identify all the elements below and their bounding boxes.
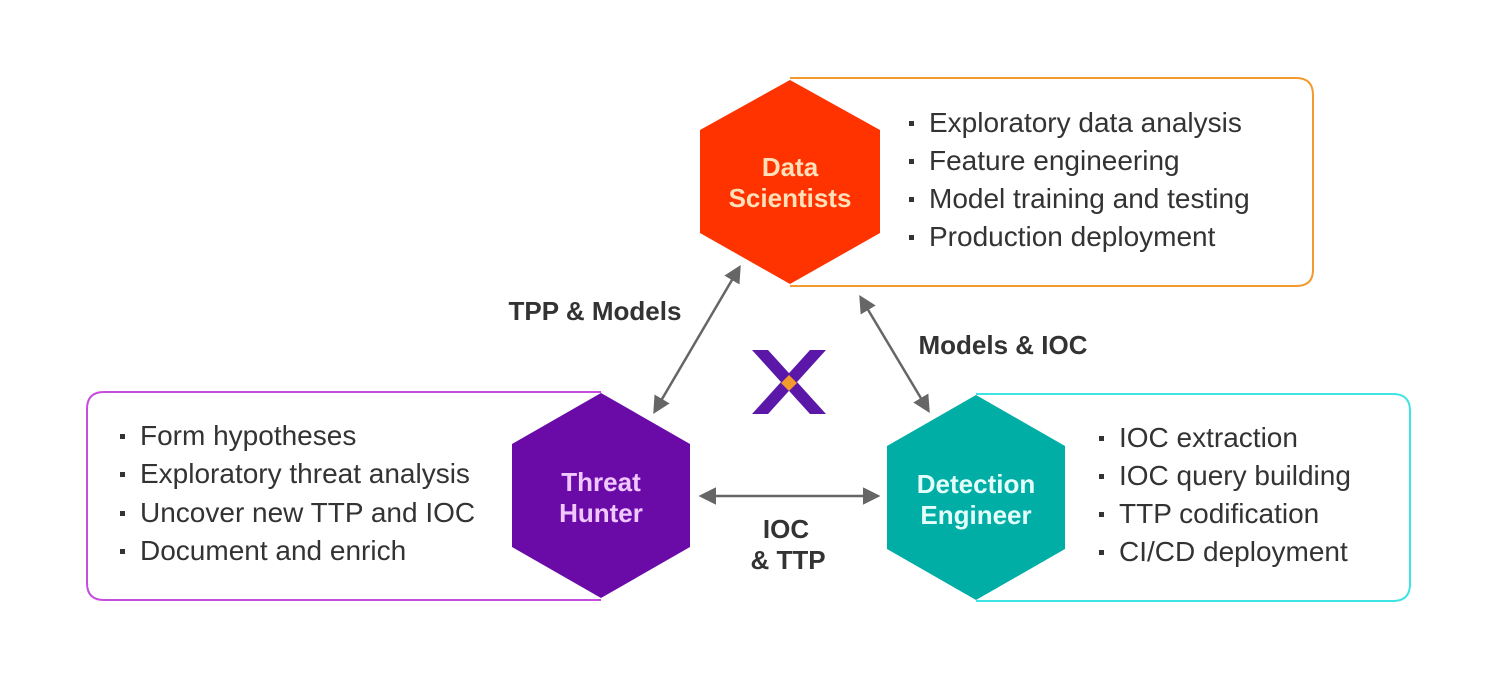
bullet-icon bbox=[1099, 436, 1104, 441]
list-item: Uncover new TTP and IOC bbox=[140, 497, 475, 528]
bullet-icon bbox=[120, 511, 125, 516]
edge-label-hunter-engineer-line2: & TTP bbox=[750, 545, 825, 575]
detection-engineer-list: IOC extraction IOC query building TTP co… bbox=[1099, 422, 1351, 567]
edge-label-hunter-scientists: TPP & Models bbox=[509, 296, 682, 326]
data-scientists-title-line1: Data bbox=[762, 152, 819, 182]
detection-engineer-hexagon bbox=[887, 395, 1065, 600]
list-item: IOC query building bbox=[1119, 460, 1351, 491]
list-item: Exploratory data analysis bbox=[929, 107, 1242, 138]
detection-engineer-title-line1: Detection bbox=[917, 469, 1035, 499]
threat-hunter-hexagon bbox=[512, 393, 690, 598]
data-scientists-panel: Data Scientists Exploratory data analysi… bbox=[700, 77, 1314, 287]
bullet-icon bbox=[1099, 512, 1104, 517]
list-item: Production deployment bbox=[929, 221, 1216, 252]
data-scientists-hexagon bbox=[700, 80, 880, 284]
threat-hunter-box bbox=[86, 391, 601, 601]
threat-hunter-title-line1: Threat bbox=[561, 467, 641, 497]
bullet-icon bbox=[909, 197, 914, 202]
detection-engineer-panel: Detection Engineer IOC extraction IOC qu… bbox=[887, 393, 1411, 602]
list-item: Exploratory threat analysis bbox=[140, 458, 470, 489]
bullet-icon bbox=[1099, 474, 1104, 479]
threat-hunter-panel: Threat Hunter Form hypotheses Explorator… bbox=[86, 391, 690, 601]
list-item: CI/CD deployment bbox=[1119, 536, 1348, 567]
edge-label-hunter-engineer-line1: IOC bbox=[763, 514, 809, 544]
bullet-icon bbox=[120, 549, 125, 554]
bullet-icon bbox=[909, 121, 914, 126]
list-item: Feature engineering bbox=[929, 145, 1180, 176]
data-scientists-list: Exploratory data analysis Feature engine… bbox=[909, 107, 1250, 252]
bullet-icon bbox=[120, 434, 125, 439]
threat-hunter-title-line2: Hunter bbox=[559, 498, 643, 528]
bullet-icon bbox=[120, 472, 125, 477]
edge-label-scientists-engineer: Models & IOC bbox=[918, 330, 1087, 360]
data-scientists-box bbox=[790, 77, 1314, 287]
data-scientists-title-line2: Scientists bbox=[729, 183, 852, 213]
arrow-hunter-scientists bbox=[653, 264, 741, 415]
arrow-scientists-engineer bbox=[859, 294, 930, 414]
list-item: IOC extraction bbox=[1119, 422, 1298, 453]
bullet-icon bbox=[1099, 550, 1104, 555]
x-logo-icon bbox=[752, 350, 826, 414]
detection-engineer-title-line2: Engineer bbox=[920, 500, 1031, 530]
list-item: Form hypotheses bbox=[140, 420, 356, 451]
bullet-icon bbox=[909, 159, 914, 164]
bullet-icon bbox=[909, 235, 914, 240]
detection-engineer-box bbox=[976, 393, 1411, 602]
threat-hunter-list: Form hypotheses Exploratory threat analy… bbox=[120, 420, 475, 566]
list-item: TTP codification bbox=[1119, 498, 1319, 529]
list-item: Document and enrich bbox=[140, 535, 406, 566]
list-item: Model training and testing bbox=[929, 183, 1250, 214]
